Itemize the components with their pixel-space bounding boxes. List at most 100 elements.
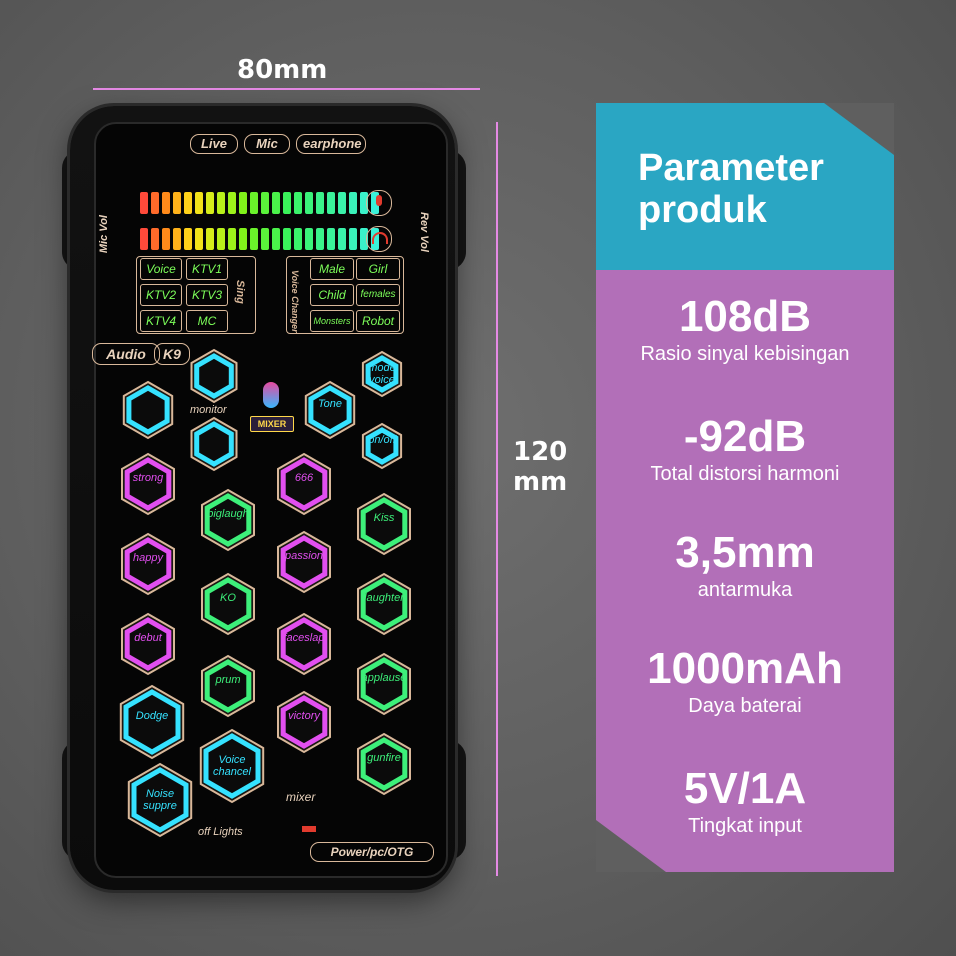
prum-pad[interactable] — [204, 659, 252, 713]
ktv2-button[interactable]: KTV2 — [140, 284, 182, 306]
meter-segment — [294, 228, 302, 250]
meter-segment — [283, 192, 291, 214]
tone-button[interactable] — [308, 385, 352, 435]
width-label: 80mm — [237, 55, 328, 85]
meter-segment — [140, 228, 148, 250]
headphone-indicator — [366, 226, 392, 252]
voice-cancel-pad-label: Voice chancel — [213, 754, 251, 778]
debut-pad[interactable] — [124, 617, 172, 671]
meter-segment — [217, 192, 225, 214]
play-pause-button[interactable] — [126, 385, 170, 435]
ktv3-button[interactable]: KTV3 — [186, 284, 228, 306]
females-button[interactable]: females — [356, 284, 400, 306]
volume-up-button[interactable] — [194, 353, 234, 399]
spec-title: Parameter produk — [638, 147, 824, 231]
on-off-button[interactable] — [365, 427, 399, 465]
headphone-icon — [372, 232, 388, 244]
meter-segment — [250, 228, 258, 250]
robot-button[interactable]: Robot — [356, 310, 400, 332]
biglaugh-pad[interactable] — [204, 493, 252, 547]
victory-pad[interactable] — [280, 695, 328, 749]
spec-label: Tingkat input — [688, 815, 802, 837]
meter-segment — [371, 192, 379, 214]
meter-segment — [338, 192, 346, 214]
strong-pad-label: strong — [132, 472, 164, 484]
width-line — [93, 88, 480, 90]
pad-666[interactable] — [280, 457, 328, 511]
model-label: K9 — [154, 343, 190, 365]
mixer-label: mixer — [286, 790, 316, 804]
meter-segment — [184, 192, 192, 214]
live-port-label: Live — [190, 134, 238, 154]
sing-group-frame — [136, 256, 256, 334]
dodge-pad[interactable] — [123, 689, 181, 755]
faceslap-pad[interactable] — [280, 617, 328, 671]
debut-pad-label: debut — [134, 632, 162, 644]
child-button[interactable]: Child — [310, 284, 354, 306]
gunfire-pad[interactable] — [360, 737, 408, 791]
kiss-pad-label: Kiss — [373, 512, 395, 524]
meter-segment — [261, 192, 269, 214]
meter-segment — [305, 228, 313, 250]
male-button[interactable]: Male — [310, 258, 354, 280]
spec-value: 3,5mm — [675, 528, 815, 577]
noise-suppress-pad[interactable] — [131, 767, 189, 833]
meter-segment — [294, 192, 302, 214]
happy-pad[interactable] — [124, 537, 172, 591]
meter-segment — [272, 228, 280, 250]
mixer-badge-text: MIXER — [250, 416, 294, 432]
meter-segment — [206, 228, 214, 250]
pad-layer — [119, 348, 411, 838]
brand-label: Audio — [92, 343, 160, 365]
volume-down-button[interactable] — [194, 421, 234, 467]
earphone-port-label: earphone — [296, 134, 366, 154]
meter-segment — [195, 228, 203, 250]
spec-value: -92dB — [683, 412, 807, 461]
victory-pad-label: victory — [288, 710, 320, 722]
tone-button-label: Tone — [317, 398, 343, 410]
monsters-button[interactable]: Monsters — [310, 310, 354, 332]
meter-segment — [195, 192, 203, 214]
meter-segment — [228, 192, 236, 214]
height-label: 120 mm — [513, 437, 568, 498]
ktv4-button[interactable]: KTV4 — [140, 310, 182, 332]
voice-button[interactable]: Voice — [140, 258, 182, 280]
on-off-button-label: on/off — [368, 434, 396, 446]
kiss-pad[interactable] — [360, 497, 408, 551]
spec-label: Total distorsi harmoni — [650, 463, 840, 485]
meter-segment — [349, 192, 357, 214]
voice-cancel-pad[interactable] — [203, 733, 261, 799]
passion-pad[interactable] — [280, 535, 328, 589]
mic-port-label: Mic — [244, 134, 290, 154]
applause-pad[interactable] — [360, 657, 408, 711]
spec-value: 1000mAh — [647, 644, 843, 693]
strong-pad[interactable] — [124, 457, 172, 511]
mode-voice-button[interactable] — [365, 355, 399, 393]
mc-button[interactable]: MC — [186, 310, 228, 332]
girl-button[interactable]: Girl — [356, 258, 400, 280]
meter-segment — [184, 228, 192, 250]
passion-pad-label: passion — [285, 550, 323, 562]
mic-icon — [376, 195, 382, 206]
meter-segment — [173, 192, 181, 214]
level-meter-top — [140, 192, 379, 214]
meter-segment — [250, 192, 258, 214]
spec-label: antarmuka — [697, 579, 793, 601]
laughter-pad[interactable] — [360, 577, 408, 631]
meter-segment — [239, 192, 247, 214]
height-label-unit: mm — [513, 466, 568, 497]
spec-list: 108dB Rasio sinyal kebisingan -92dB Tota… — [596, 270, 894, 872]
lights-label: off Lights — [198, 826, 243, 838]
laughter-pad-label: laughter — [364, 592, 404, 604]
power-led — [302, 826, 316, 832]
height-line — [496, 122, 498, 876]
level-meter-bottom — [140, 228, 379, 250]
ko-pad[interactable] — [204, 577, 252, 631]
spec-title-line1: Parameter — [638, 147, 824, 189]
spec-item-interface: 3,5mm antarmuka — [596, 528, 894, 602]
faceslap-pad-label: faceslap — [283, 632, 325, 644]
mode-voice-button-label: mode voice — [368, 362, 396, 386]
ktv1-button[interactable]: KTV1 — [186, 258, 228, 280]
happy-pad-label: happy — [133, 552, 163, 564]
meter-segment — [305, 192, 313, 214]
